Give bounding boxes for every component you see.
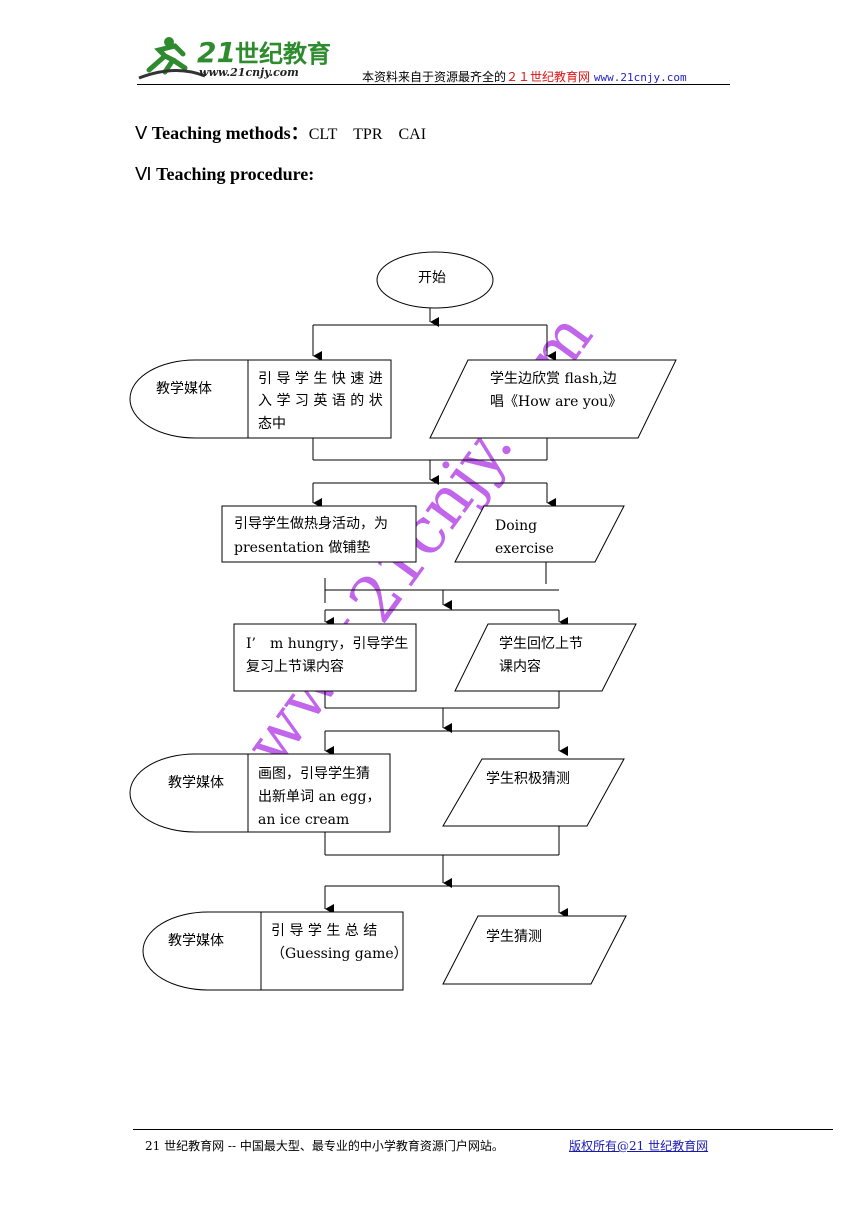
teacher-text-3b: 复习上节课内容 <box>246 658 344 675</box>
methods-value: CLT TPR CAI <box>308 126 427 143</box>
media-terminal-4 <box>129 753 249 833</box>
student-parallelogram-3 <box>454 623 637 692</box>
teacher-text-4c: an ice cream <box>258 812 349 828</box>
student-text-4: 学生积极猜测 <box>486 771 570 787</box>
footer-rule <box>133 1129 833 1130</box>
teacher-box-5 <box>260 911 404 991</box>
student-parallelogram-5 <box>442 915 627 985</box>
teaching-procedure-heading: Ⅵ Teaching procedure: <box>135 164 314 185</box>
tagline-url[interactable]: www.21cnjy.com <box>593 71 687 84</box>
roman-numeral-5: Ⅴ <box>135 123 148 143</box>
student-parallelogram-1 <box>429 359 677 439</box>
runner-icon <box>138 37 206 80</box>
student-text-1a: 学生边欣赏 flash,边 <box>490 371 617 387</box>
teacher-box-1 <box>247 359 392 439</box>
student-parallelogram-2 <box>454 505 625 563</box>
procedure-label: Teaching procedure: <box>156 164 315 184</box>
logo-url: www.21cnjy.com <box>199 66 299 79</box>
student-text-3a: 学生回忆上节 <box>499 636 583 652</box>
tagline-prefix: 本资料来自于资源最齐全的 <box>362 70 507 84</box>
logo-name: 世纪教育 <box>235 39 331 68</box>
teacher-text-5b: （Guessing game） <box>271 946 408 962</box>
teacher-text-1c: 态中 <box>258 416 286 432</box>
media-label-5: 教学媒体 <box>168 933 224 949</box>
start-node <box>376 251 494 309</box>
footer-text: 21 世纪教育网 -- 中国最大型、最专业的中小学教育资源门户网站。 <box>145 1139 504 1153</box>
teaching-methods-heading: Ⅴ Teaching methods：CLT TPR CAI <box>135 119 426 145</box>
flowchart-labels: 开始 教学媒体 引 导 学 生 快 速 进 入 学 习 英 语 的 状 态中 学… <box>156 270 622 962</box>
methods-label: Teaching methods： <box>151 123 309 143</box>
site-logo: 21 世纪教育 www.21cnjy.com <box>138 36 331 80</box>
teacher-text-2a: 引导学生做热身活动，为 <box>234 516 388 532</box>
footer-copyright-link[interactable]: 版权所有@21 世纪教育网 <box>569 1139 709 1153</box>
student-parallelogram-4 <box>442 758 625 827</box>
student-text-1b: 唱《How are you》 <box>490 394 622 410</box>
header-tagline: 本资料来自于资源最齐全的２１世纪教育网 www.21cnjy.com <box>362 68 687 85</box>
teacher-text-3a: I’ m hungry，引导学生 <box>246 636 408 652</box>
student-text-3b: 课内容 <box>499 658 541 675</box>
start-label: 开始 <box>418 270 446 286</box>
media-terminal-1 <box>129 359 249 439</box>
teacher-text-5a: 引 导 学 生 总 结 <box>271 923 377 939</box>
teacher-text-2b: presentation 做铺垫 <box>234 540 370 556</box>
teacher-text-1b: 入 学 习 英 语 的 状 <box>258 392 383 409</box>
teacher-text-1a: 引 导 学 生 快 速 进 <box>258 371 383 387</box>
teacher-text-4a: 画图，引导学生猜 <box>258 766 370 782</box>
media-label-1: 教学媒体 <box>156 381 212 397</box>
logo-number: 21 <box>197 36 236 69</box>
teacher-box-4 <box>247 753 391 833</box>
teacher-text-4b: 出新单词 an egg， <box>258 789 380 805</box>
media-label-4: 教学媒体 <box>168 775 224 791</box>
student-text-2a: Doing <box>495 518 537 534</box>
roman-numeral-6: Ⅵ <box>135 164 152 184</box>
teacher-box-2 <box>221 505 417 563</box>
student-text-2b: exercise <box>495 541 554 557</box>
media-terminal-5 <box>142 911 262 991</box>
tagline-brand: ２１世纪教育网 <box>506 70 591 84</box>
student-text-5: 学生猜测 <box>486 929 542 945</box>
teacher-box-3 <box>233 623 417 692</box>
header-rule <box>137 84 730 85</box>
